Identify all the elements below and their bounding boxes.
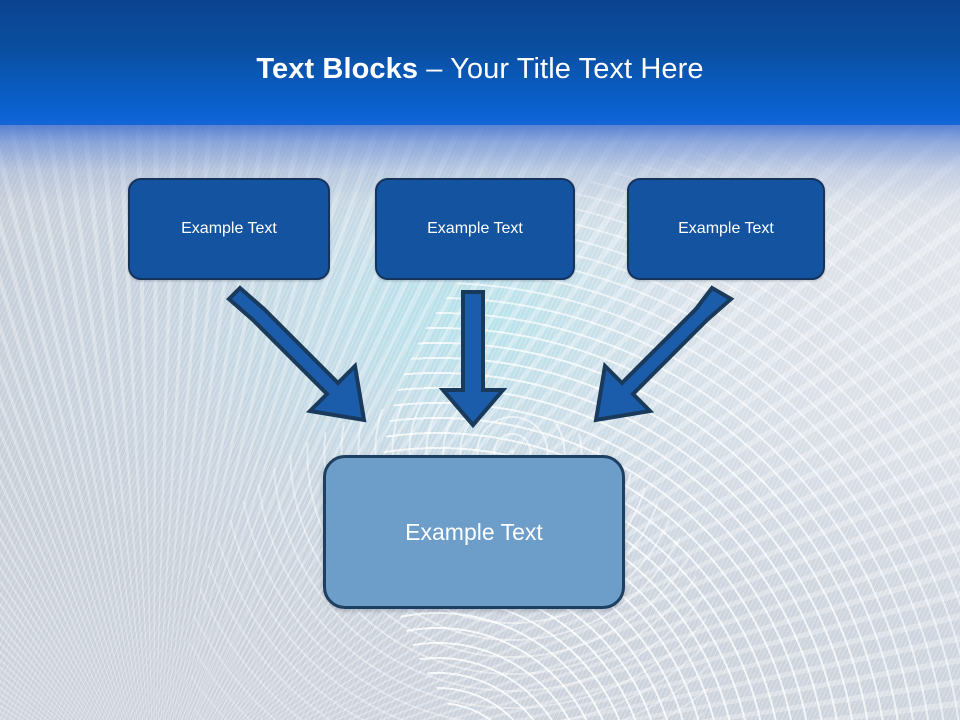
page-title: Text Blocks – Your Title Text Here	[0, 53, 960, 86]
slide-header-band	[0, 0, 960, 125]
page-title-strong: Text Blocks	[256, 53, 419, 85]
arrow-middle[interactable]	[438, 290, 508, 429]
text-block-node-1[interactable]: Example Text	[128, 178, 330, 280]
text-block-result-label: Example Text	[405, 518, 543, 545]
arrow-right[interactable]	[593, 285, 735, 423]
text-block-node-3-label: Example Text	[678, 220, 774, 237]
arrow-left[interactable]	[226, 285, 367, 423]
text-block-result-node[interactable]: Example Text	[323, 455, 625, 609]
page-title-rest: – Your Title Text Here	[418, 53, 704, 85]
text-block-node-2[interactable]: Example Text	[375, 178, 575, 280]
text-block-node-2-label: Example Text	[427, 220, 523, 237]
text-block-node-1-label: Example Text	[181, 220, 277, 237]
text-block-node-3[interactable]: Example Text	[627, 178, 825, 280]
